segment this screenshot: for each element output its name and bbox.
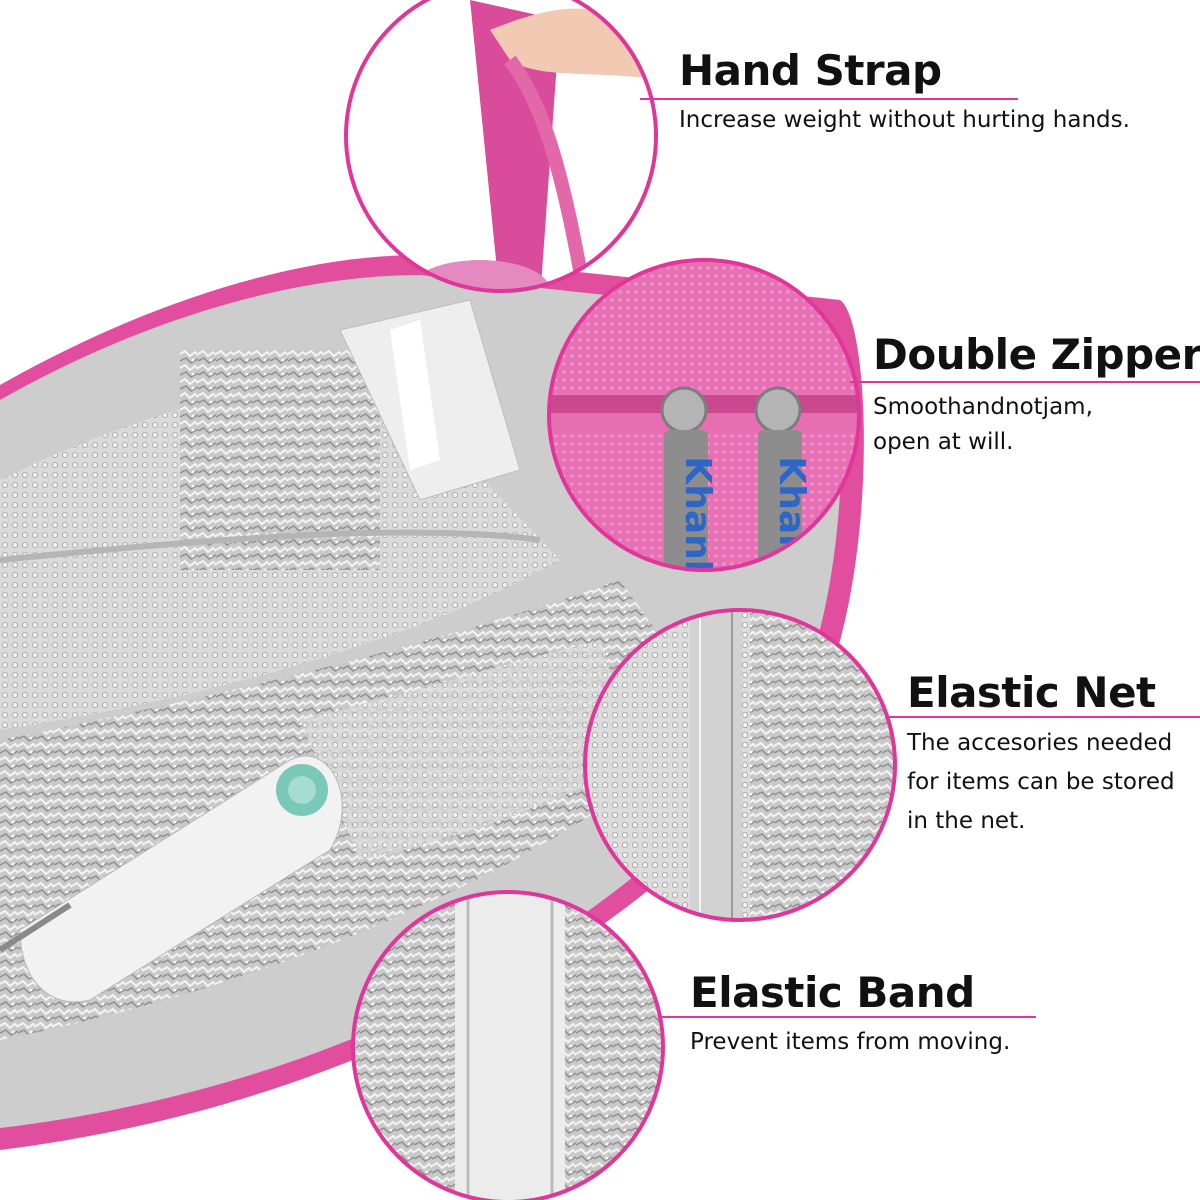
svg-text:Khank: Khank bbox=[677, 456, 718, 584]
feature-desc-elastic-net-line-2: for items can be stored bbox=[907, 769, 1175, 795]
feature-desc-elastic-net-line-3: in the net. bbox=[907, 808, 1026, 834]
feature-desc-double-zippers-line-1: Smoothandnotjam, bbox=[873, 394, 1093, 420]
feature-title-hand-strap: Hand Strap bbox=[679, 46, 942, 95]
feature-desc-double-zippers-line-2: open at will. bbox=[873, 429, 1014, 455]
feature-title-elastic-band: Elastic Band bbox=[690, 968, 975, 1017]
feature-desc-elastic-net-line-1: The accesories needed bbox=[907, 730, 1173, 756]
feature-divider bbox=[660, 1016, 1036, 1018]
feature-title-elastic-net: Elastic Net bbox=[907, 668, 1156, 717]
feature-divider bbox=[640, 98, 1018, 100]
feature-divider bbox=[850, 381, 1200, 383]
feature-title-double-zippers: Double Zippers bbox=[873, 330, 1200, 379]
feature-desc-elastic-band: Prevent items from moving. bbox=[690, 1029, 1011, 1055]
feature-divider bbox=[885, 716, 1200, 718]
feature-desc-hand-strap: Increase weight without hurting hands. bbox=[679, 107, 1130, 133]
